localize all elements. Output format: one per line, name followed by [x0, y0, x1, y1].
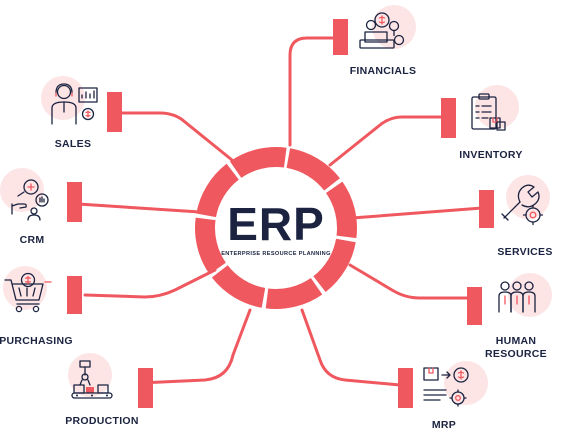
- connector-production: [138, 308, 252, 385]
- label-human-resource-line2: RESOURCE: [485, 348, 547, 360]
- label-inventory: INVENTORY: [459, 149, 522, 161]
- label-crm: CRM: [20, 234, 45, 246]
- production-icon: [71, 360, 113, 399]
- inventory-icon: [471, 93, 506, 131]
- label-financials: FINANCIALS: [350, 65, 417, 77]
- services-icon: [501, 184, 544, 226]
- hub-subtitle: ENTERPRISE RESOURCE PLANNING: [221, 251, 331, 257]
- connector-human-resource: [348, 263, 472, 300]
- block-inventory: [441, 98, 456, 138]
- block-sales: [107, 92, 122, 132]
- erp-hub: ERP ENTERPRISE RESOURCE PLANNING: [195, 147, 357, 309]
- icon-bg-crm: [0, 168, 44, 212]
- connector-crm: [76, 202, 202, 214]
- module-labels: FINANCIALS INVENTORY SERVICES HUMAN RESO…: [0, 65, 552, 431]
- icon-bg-financials: [372, 5, 416, 49]
- connector-inventory: [328, 115, 446, 167]
- financials-icon: [359, 12, 405, 49]
- block-crm: [67, 182, 82, 222]
- purchasing-icon: [4, 272, 52, 313]
- connector-lines: [76, 36, 484, 387]
- connector-mrp: [300, 308, 402, 387]
- connector-sales: [120, 111, 234, 162]
- icon-bg-human-resource: [508, 273, 552, 317]
- connector-blocks: [67, 19, 494, 408]
- block-production: [138, 368, 153, 408]
- block-purchasing: [67, 276, 82, 314]
- icon-bg-services: [506, 175, 550, 219]
- block-human-resource: [467, 287, 482, 325]
- hub-inner-disc: [216, 168, 336, 288]
- icon-bg-production: [68, 353, 112, 397]
- connector-financials: [288, 36, 338, 147]
- connector-purchasing: [83, 268, 217, 299]
- label-human-resource-line1: HUMAN: [496, 335, 537, 347]
- connector-services: [350, 206, 484, 220]
- crm-icon: [11, 179, 49, 221]
- sales-icon: [51, 83, 98, 125]
- hub-title: ERP: [227, 198, 325, 250]
- icon-bg-purchasing: [3, 266, 47, 310]
- label-production: PRODUCTION: [65, 415, 139, 427]
- mrp-icon: [423, 367, 469, 407]
- human-resource-icon: [498, 281, 536, 313]
- block-financials: [333, 19, 348, 55]
- label-services: SERVICES: [497, 246, 552, 258]
- label-sales: SALES: [55, 138, 92, 150]
- label-purchasing: PURCHASING: [0, 335, 73, 347]
- block-services: [479, 190, 494, 228]
- label-mrp: MRP: [432, 419, 456, 431]
- block-mrp: [398, 368, 413, 408]
